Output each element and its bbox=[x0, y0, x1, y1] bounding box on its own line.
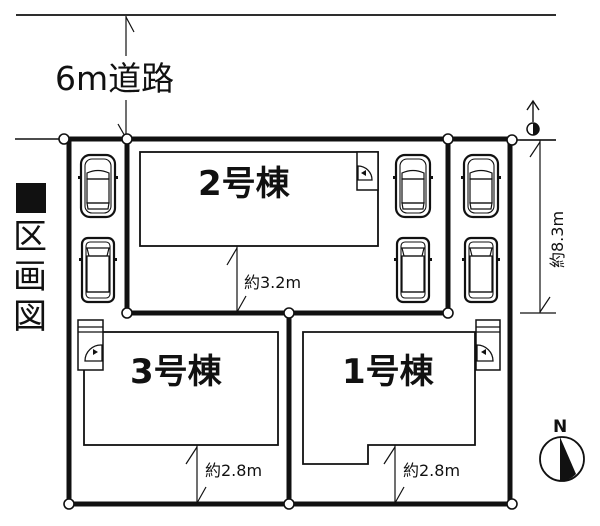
utility-marker-icon bbox=[526, 99, 540, 136]
entrance-icon bbox=[356, 151, 379, 191]
road-width-dimension bbox=[117, 16, 135, 139]
building-3: 3号棟 bbox=[77, 319, 279, 446]
building-1-label: 1号棟 bbox=[342, 352, 435, 392]
title-char-1: 区 bbox=[13, 217, 47, 257]
setback-3-label: 約2.8m bbox=[205, 461, 262, 480]
car-icon bbox=[460, 236, 502, 304]
setback-3-dimension bbox=[185, 445, 207, 504]
depth-dimension-label: 約8.3m bbox=[548, 211, 567, 268]
title-char-3: 図 bbox=[13, 297, 47, 337]
car-icon bbox=[392, 236, 434, 304]
setback-1-label: 約2.8m bbox=[403, 461, 460, 480]
setback-1-dimension bbox=[383, 445, 405, 504]
building-2: 2号棟 bbox=[139, 151, 379, 247]
compass-north-label: N bbox=[553, 417, 567, 437]
building-1: 1号棟 bbox=[302, 319, 501, 465]
building-2-label: 2号棟 bbox=[198, 164, 291, 204]
setback-2-dimension bbox=[226, 246, 247, 313]
compass-icon bbox=[539, 436, 585, 482]
car-icon bbox=[76, 153, 120, 219]
car-icon bbox=[391, 153, 435, 219]
title-bullet bbox=[16, 183, 46, 213]
plan-title: 区 画 図 bbox=[13, 183, 47, 337]
title-char-2: 画 bbox=[13, 257, 47, 297]
entrance-icon bbox=[77, 319, 104, 371]
entrance-icon bbox=[475, 319, 501, 371]
building-3-label: 3号棟 bbox=[130, 352, 223, 392]
car-icon bbox=[459, 153, 503, 219]
depth-dimension bbox=[520, 139, 556, 314]
car-icon bbox=[77, 236, 119, 304]
setback-2-label: 約3.2m bbox=[244, 273, 301, 292]
road-label: 6m道路 bbox=[55, 59, 174, 98]
